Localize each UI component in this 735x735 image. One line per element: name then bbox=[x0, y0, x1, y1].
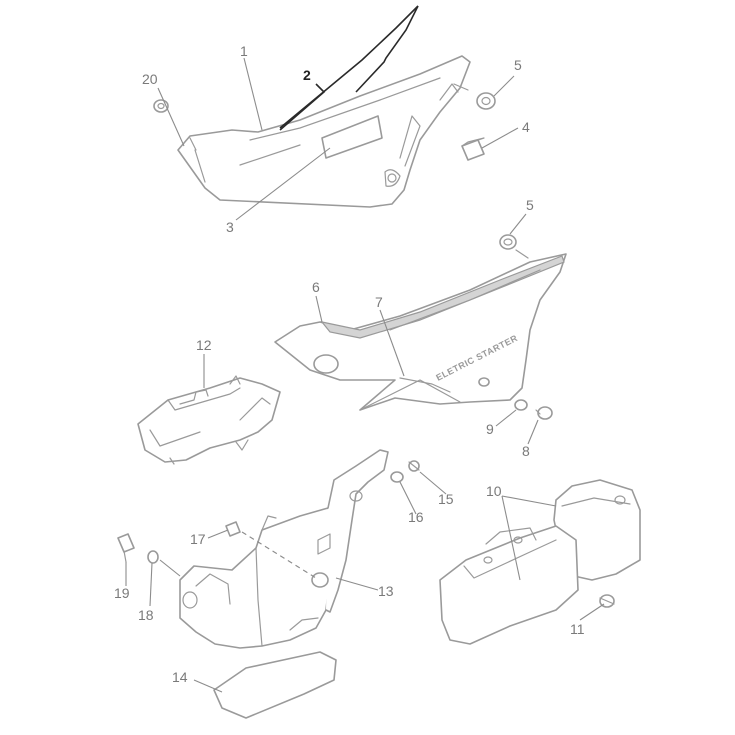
grommet-5-upper bbox=[453, 83, 496, 110]
grommet-5-lower bbox=[499, 234, 529, 259]
callout-5-upper: 5 bbox=[514, 57, 522, 73]
bolt-19 bbox=[117, 533, 135, 563]
callout-7: 7 bbox=[375, 294, 383, 310]
callout-16: 16 bbox=[408, 509, 424, 525]
screw-8 bbox=[535, 406, 553, 420]
callout-5-lower: 5 bbox=[526, 197, 534, 213]
screw-17 bbox=[225, 521, 241, 537]
callout-15: 15 bbox=[438, 491, 454, 507]
callout-17: 17 bbox=[190, 531, 206, 547]
callout-10: 10 bbox=[486, 483, 502, 499]
callout-3: 3 bbox=[226, 219, 234, 235]
tray-12 bbox=[137, 375, 281, 465]
callout-2: 2 bbox=[303, 67, 311, 83]
callout-6: 6 bbox=[312, 279, 320, 295]
callout-8: 8 bbox=[522, 443, 530, 459]
damper-4 bbox=[461, 137, 485, 161]
callout-4: 4 bbox=[522, 119, 530, 135]
screw-15 bbox=[408, 460, 420, 472]
callout-9: 9 bbox=[486, 421, 494, 437]
callout-1: 1 bbox=[240, 43, 248, 59]
callout-13: 13 bbox=[378, 583, 394, 599]
battery-10 bbox=[439, 525, 579, 645]
battery-box-13 bbox=[179, 449, 389, 649]
callout-14: 14 bbox=[172, 669, 188, 685]
cover-14 bbox=[213, 651, 337, 719]
side-cover-upper bbox=[177, 55, 471, 208]
callout-numbers: 1 2 3 4 5 5 6 7 8 9 10 11 12 13 14 15 16… bbox=[114, 43, 585, 685]
emblem-3 bbox=[321, 115, 383, 159]
callout-12: 12 bbox=[196, 337, 212, 353]
collar-16 bbox=[390, 471, 404, 483]
side-cover-lower: ELETRIC STARTER bbox=[274, 253, 567, 411]
callout-18: 18 bbox=[138, 607, 154, 623]
collar-18 bbox=[147, 550, 159, 564]
collar-9 bbox=[514, 399, 528, 411]
callout-20: 20 bbox=[142, 71, 158, 87]
callout-19: 19 bbox=[114, 585, 130, 601]
leader-lines bbox=[125, 5, 605, 693]
callout-11: 11 bbox=[570, 621, 585, 637]
